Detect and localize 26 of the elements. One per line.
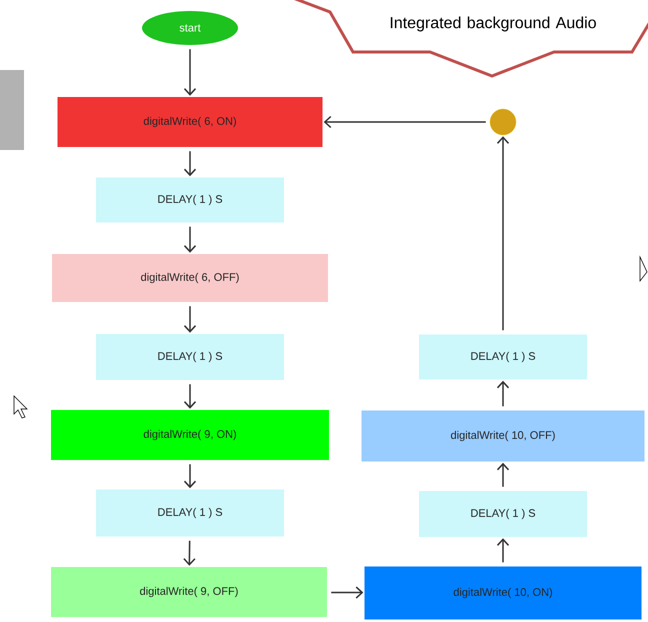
arrow	[183, 540, 196, 566]
arrow	[331, 586, 364, 599]
delay-box: DELAY( 1 ) S	[96, 334, 284, 380]
arrow	[496, 538, 510, 562]
junction-dot	[490, 108, 516, 136]
process-box: digitalWrite( 6, OFF)	[52, 254, 328, 302]
arrow	[496, 136, 510, 330]
arrow	[496, 380, 510, 406]
arrow	[184, 151, 196, 176]
process-box: digitalWrite( 10, OFF)	[362, 410, 644, 462]
arrow	[184, 306, 196, 333]
process-box: digitalWrite( 9, OFF)	[51, 567, 327, 617]
process-box: digitalWrite( 9, ON)	[51, 410, 329, 460]
process-box: digitalWrite( 6, ON)	[58, 97, 322, 147]
delay-box: DELAY( 1 ) S	[419, 491, 587, 537]
arrow	[184, 464, 196, 488]
delay-box: DELAY( 1 ) S	[96, 490, 284, 536]
delay-box: DELAY( 1 ) S	[96, 178, 284, 222]
delay-box: DELAY( 1 ) S	[419, 334, 587, 380]
arrow	[496, 462, 510, 487]
arrow	[184, 49, 196, 96]
arrow	[184, 226, 196, 253]
arrow	[184, 384, 196, 409]
process-box: digitalWrite( 10, ON)	[364, 566, 642, 620]
arrow	[324, 116, 486, 128]
callout-text: Integrated background Audio	[292, 0, 648, 78]
